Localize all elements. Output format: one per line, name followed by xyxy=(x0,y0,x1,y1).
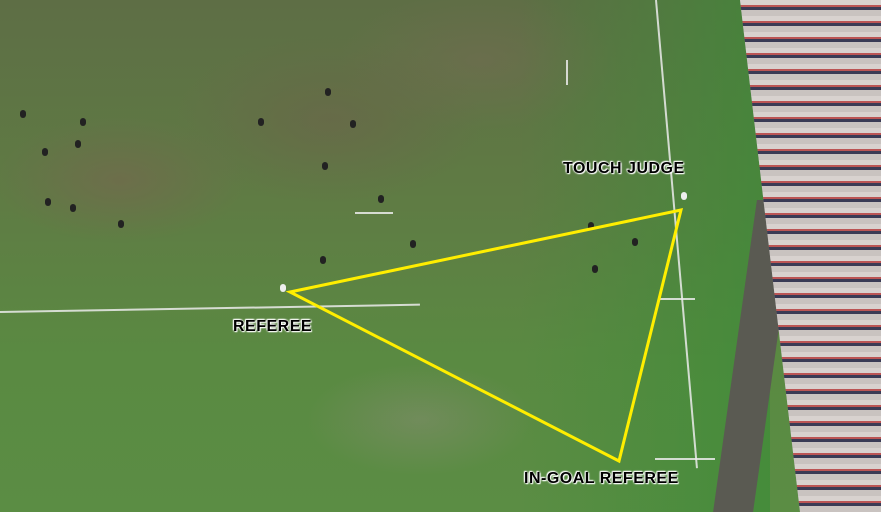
try-line-mark xyxy=(655,458,715,460)
touch-judge-label: TOUCH JUDGE xyxy=(563,160,685,177)
in-goal-referee-label: IN-GOAL REFEREE xyxy=(524,470,679,487)
field-mark xyxy=(355,212,393,214)
referee-label: REFEREE xyxy=(233,318,313,335)
triangle-outline xyxy=(285,208,684,464)
field-mark xyxy=(566,60,568,85)
field-mark xyxy=(660,298,695,300)
